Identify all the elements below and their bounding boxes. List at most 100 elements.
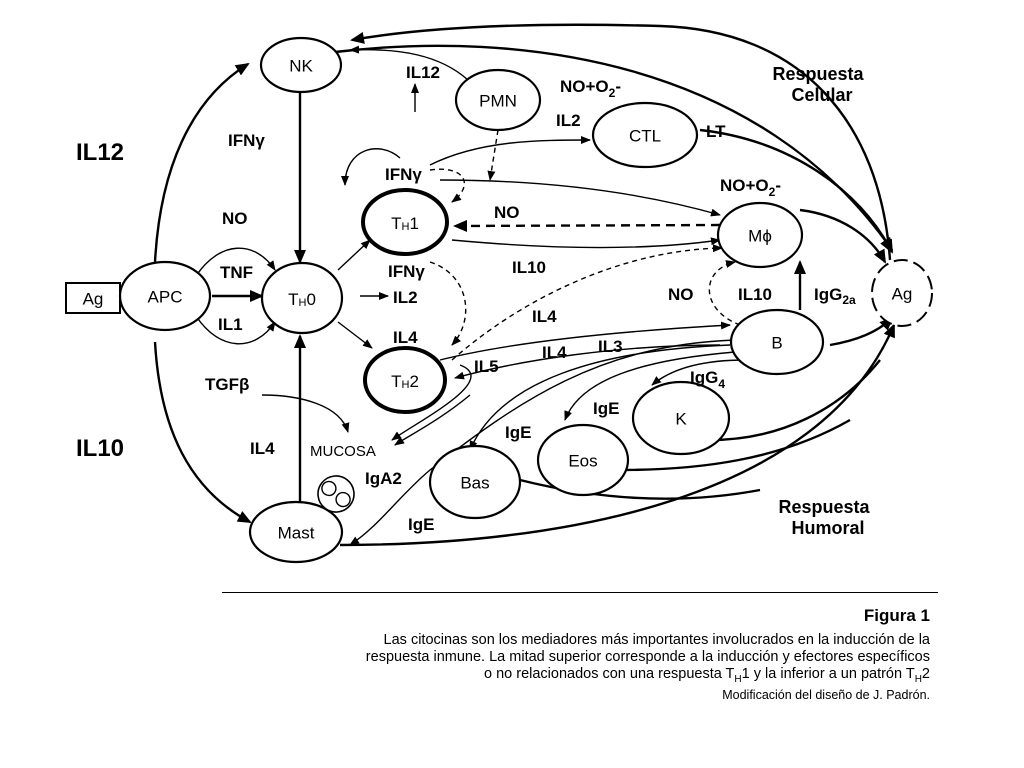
- cytokine-diagram: NK PMN CTL TH1 TH0 TH2 Ag APC Mϕ Ag B: [65, 23, 933, 564]
- edge-th2-b: [439, 321, 731, 361]
- label-ifng-th1: IFNγ: [385, 165, 422, 184]
- label-il4-mid: IL4: [542, 343, 567, 362]
- edge-b-mac-no: [708, 260, 741, 326]
- edge-th1-loop: [341, 148, 401, 186]
- b-label: B: [771, 334, 782, 353]
- edge-th2-mac-dash: [451, 244, 723, 361]
- label-igg2a: IgG2a: [814, 285, 856, 307]
- label-il4-mast: IL4: [250, 439, 275, 458]
- th1-node: [361, 188, 449, 256]
- side-label-il10: IL10: [76, 435, 124, 462]
- pmn-label: PMN: [479, 92, 517, 111]
- label-ifng-nk: IFNγ: [228, 131, 265, 150]
- ag-right-node: [871, 259, 933, 327]
- label-ige-mast: IgE: [408, 515, 434, 534]
- region-humoral-2: Humoral: [791, 518, 864, 538]
- nodes: NK PMN CTL TH1 TH0 TH2 Ag APC Mϕ Ag B: [65, 36, 933, 564]
- edge-th1-mac: [439, 179, 721, 217]
- caption-line-2: respuesta inmune. La mitad superior corr…: [365, 649, 930, 665]
- region-cellular-1: Respuesta: [772, 64, 864, 84]
- caption-credit: Modificación del diseño de J. Padrón.: [722, 687, 930, 702]
- label-ige-eos: IgE: [505, 423, 531, 442]
- apc-label: APC: [148, 288, 183, 307]
- b-node: [729, 308, 825, 376]
- edge-apc-th0-no: [195, 247, 276, 277]
- edge-ifng-loop-right: [429, 168, 465, 203]
- caption-line-3: o no relacionados con una respuesta TH1 …: [483, 666, 930, 685]
- region-humoral-1: Respuesta: [778, 497, 870, 517]
- edge-b-mast: [349, 339, 736, 546]
- edge-mast-ag: [339, 323, 896, 547]
- apc-node: [118, 260, 212, 332]
- label-il4-th0: IL4: [393, 328, 418, 347]
- figure-caption: Figura 1 Las citocinas son los mediadore…: [120, 606, 930, 702]
- edge-th0-th2: [337, 321, 373, 349]
- edge-b-bas: [469, 344, 731, 451]
- bas-node: [428, 444, 522, 520]
- label-il3: IL3: [598, 337, 623, 356]
- edge-b-k: [651, 359, 746, 386]
- ag-left-node: [65, 282, 121, 314]
- edge-ag-nk-top: [350, 23, 892, 261]
- label-no-o2-mac: NO+O2-: [720, 176, 781, 199]
- label-tnf: TNF: [220, 263, 253, 282]
- side-label-il12: IL12: [76, 139, 124, 166]
- th0-node: [260, 261, 344, 335]
- pmn-node: [454, 68, 542, 132]
- ag-left-label: Ag: [83, 290, 104, 309]
- label-mucosa: MUCOSA: [310, 443, 376, 460]
- ctl-node: [591, 101, 699, 169]
- edge-pmn-down: [487, 129, 499, 181]
- macrophage-label: Mϕ: [748, 227, 772, 246]
- th1-label: TH1: [391, 214, 419, 234]
- edge-b-ag: [829, 316, 894, 347]
- edge-il5-mucosa: [391, 364, 472, 441]
- label-tgfb: TGFβ: [205, 375, 249, 394]
- label-il4-b: IL4: [532, 307, 557, 326]
- edge-k-right: [709, 359, 881, 442]
- edge-b-th2-il4: [454, 344, 721, 380]
- region-cellular-2: Celular: [791, 85, 852, 105]
- label-ige-k: IgE: [593, 399, 619, 418]
- k-label: K: [675, 410, 687, 429]
- label-il5: IL5: [474, 357, 499, 376]
- edge-bas-right: [519, 478, 761, 500]
- nk-label: NK: [289, 57, 313, 76]
- bas-label: Bas: [460, 474, 489, 493]
- label-lt: LT: [706, 122, 726, 141]
- label-no-o2-top: NO+O2-: [560, 77, 621, 100]
- k-node: [631, 380, 731, 456]
- caption-title: Figura 1: [863, 606, 930, 625]
- edge-mac-ag: [799, 208, 887, 264]
- label-il2-th0: IL2: [393, 288, 418, 307]
- edge-ifng-th0-dash: [429, 261, 467, 346]
- nk-node: [259, 36, 343, 94]
- edges: [153, 23, 896, 547]
- label-ifng-th0: IFNγ: [388, 262, 425, 281]
- label-il1: IL1: [218, 315, 243, 334]
- label-no-apc: NO: [222, 209, 248, 228]
- th0-label: TH0: [288, 290, 316, 310]
- label-igg4: IgG4: [690, 368, 725, 391]
- label-il2-ctl: IL2: [556, 111, 581, 130]
- macrophage-node: [716, 201, 804, 269]
- caption-divider: [222, 592, 938, 593]
- edge-th1-ctl: [429, 136, 591, 166]
- edge-apc-nk: [153, 62, 250, 263]
- label-il10-b: IL10: [738, 285, 772, 304]
- edge-apc-th0-il1: [195, 315, 276, 345]
- edge-labels: IL12 IL10 Respuesta Celular Respuesta Hu…: [76, 63, 871, 538]
- label-il10-mid: IL10: [512, 258, 546, 277]
- mast-label: Mast: [278, 524, 315, 543]
- label-no-th1: NO: [494, 203, 520, 222]
- edge-ctl-ag: [699, 128, 894, 254]
- caption-line-1: Las citocinas son los mediadores más imp…: [383, 632, 930, 648]
- edge-mac-th1: [453, 219, 721, 232]
- edge-th2-mucosa: [394, 394, 471, 446]
- mast-node: [248, 500, 344, 564]
- eos-label: Eos: [568, 452, 597, 471]
- edge-b-eos: [564, 351, 736, 421]
- ctl-label: CTL: [629, 127, 661, 146]
- th2-label: TH2: [391, 372, 419, 392]
- eos-node: [536, 423, 630, 497]
